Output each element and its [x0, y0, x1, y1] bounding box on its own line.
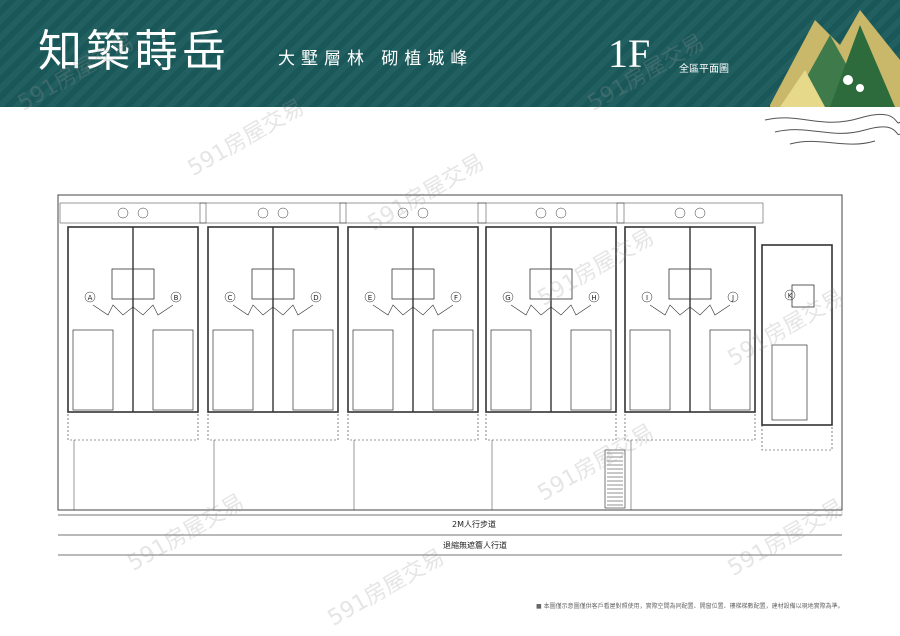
unit-label: H	[591, 294, 596, 302]
unit-pair	[199, 202, 347, 510]
project-subtitle: 大墅層林 砌植城峰	[278, 49, 474, 69]
unit-pair	[477, 202, 625, 510]
unit-label: E	[368, 294, 372, 302]
setback-walkway-label: 退縮無遮簷人行道	[443, 541, 507, 550]
header-banner	[0, 0, 900, 107]
unit-label: K	[788, 292, 793, 300]
floor-plan-name: 全區平面圖	[679, 64, 729, 75]
unit-label: D	[313, 294, 318, 302]
floor-plan: A B C D E F G H I J K	[57, 194, 843, 556]
unit-label: C	[228, 294, 233, 302]
unit-pair	[59, 202, 207, 510]
unit-label: I	[646, 294, 648, 302]
unit-pair	[339, 202, 487, 510]
unit-label: J	[731, 294, 734, 302]
unit-single	[761, 244, 833, 451]
unit-label: B	[174, 294, 179, 302]
disclaimer-note: ■ 本圖僅示意圖僅供客戶看屋對照使用，實際空間為同配置、開窗位置、樓梯梯數配置，…	[536, 603, 844, 610]
sidewalk-label: 2M人行步道	[452, 520, 496, 529]
project-title: 知築蒔岳	[38, 26, 230, 77]
unit-label: G	[505, 294, 510, 302]
unit-label: F	[454, 294, 458, 302]
unit-pair	[616, 202, 764, 510]
floor-label: 1F	[608, 31, 651, 76]
unit-label: A	[88, 294, 93, 302]
disclaimer-text: 本圖僅示意圖僅供客戶看屋對照使用，實際空間為同配置、開窗位置、樓梯梯數配置，建材…	[543, 603, 844, 610]
mountain-art	[764, 10, 900, 145]
